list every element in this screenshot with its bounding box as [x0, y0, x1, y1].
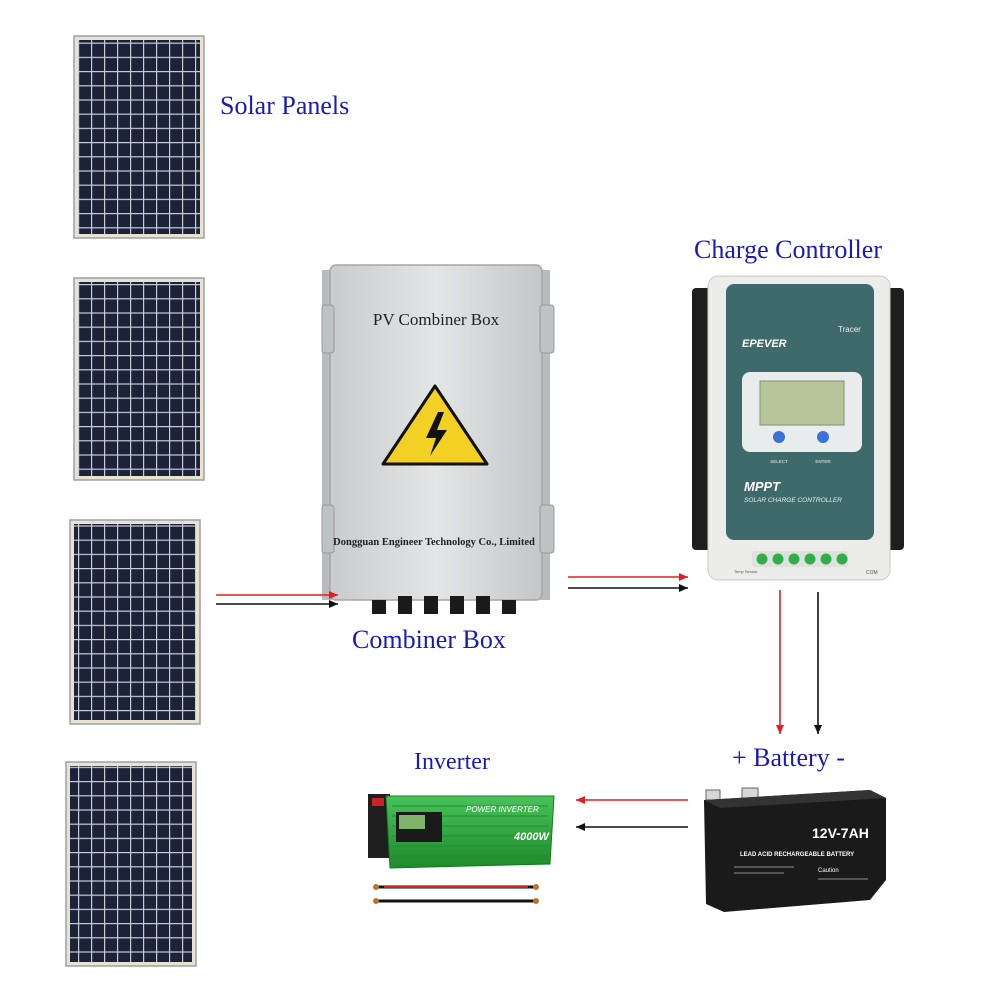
inverter-cables	[373, 884, 539, 904]
controller-com: COM	[866, 570, 878, 576]
combiner-box-glands	[372, 596, 516, 614]
solar-panels-label: Solar Panels	[220, 91, 349, 120]
battery-caution: Caution	[818, 868, 839, 874]
controller-enter-label: ENTER	[815, 459, 831, 464]
controller-model: Tracer	[838, 325, 861, 334]
enter-button-icon	[817, 431, 829, 443]
controller-subtitle: SOLAR CHARGE CONTROLLER	[744, 497, 842, 504]
controller-temp-sensor: Temp Sensor	[734, 569, 758, 574]
controller-brand: EPEVER	[742, 338, 787, 350]
solar-panel-1	[73, 35, 205, 239]
battery: 12V-7AH LEAD ACID RECHARGEABLE BATTERY C…	[704, 787, 886, 912]
combiner-box-label: Combiner Box	[352, 625, 506, 654]
charge-controller-label: Charge Controller	[694, 235, 882, 264]
inverter-label: Inverter	[414, 749, 490, 775]
battery-type: LEAD ACID RECHARGEABLE BATTERY	[740, 852, 854, 858]
controller-terminals	[752, 551, 848, 567]
inverter-brand: POWER INVERTER	[466, 805, 539, 814]
combiner-box: PV Combiner Box Dongguan Engineer Techno…	[321, 264, 555, 614]
wire-combiner-to-controller	[568, 573, 688, 592]
warning-triangle-icon	[381, 384, 489, 466]
inverter: POWER INVERTER 4000W	[368, 794, 555, 869]
select-button-icon	[773, 431, 785, 443]
battery-label: + Battery -	[732, 743, 845, 772]
wire-panels-to-combiner	[216, 591, 338, 608]
solar-panel-4	[65, 761, 197, 967]
battery-rating: 12V-7AH	[812, 825, 869, 841]
wire-controller-to-battery	[776, 590, 822, 734]
wire-battery-to-inverter	[576, 796, 688, 831]
charge-controller: EPEVER Tracer SELECT ENTER MPPT SOLAR CH…	[692, 275, 904, 581]
combiner-box-title: PV Combiner Box	[373, 310, 500, 329]
controller-select-label: SELECT	[770, 459, 788, 464]
inverter-power: 4000W	[513, 831, 550, 843]
controller-mppt: MPPT	[744, 479, 781, 494]
combiner-box-maker: Dongguan Engineer Technology Co., Limite…	[333, 537, 535, 548]
solar-panel-3	[69, 519, 201, 725]
solar-panel-2	[73, 277, 205, 481]
